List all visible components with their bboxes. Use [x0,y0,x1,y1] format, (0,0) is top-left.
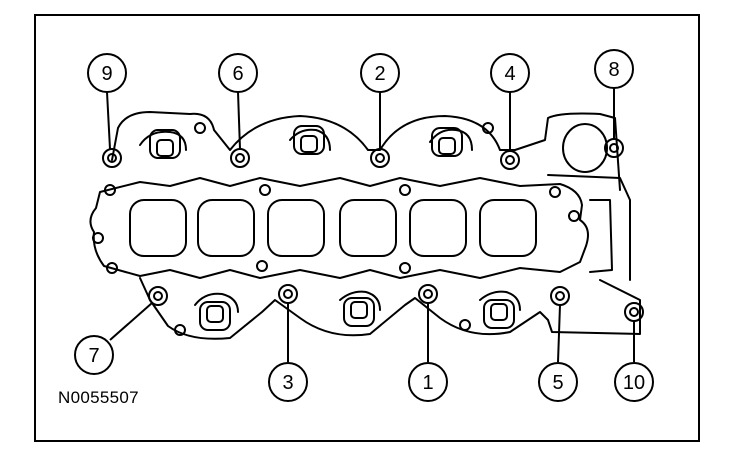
callout-2: 2 [360,53,400,93]
leader-line [557,304,561,363]
callout-7: 7 [74,335,114,375]
callout-5: 5 [538,362,578,402]
alignment-hole [174,324,186,336]
callout-6: 6 [218,53,258,93]
callout-label: 5 [552,372,563,394]
figure-frame [34,14,700,442]
bolt-head [500,150,520,170]
injector-boss [431,127,463,157]
fuel-rail-port [562,123,608,173]
bolt-head [102,148,122,168]
alignment-hole [194,122,206,134]
upper-runner-housing [111,111,621,191]
leader-line [106,91,111,150]
leader-line [109,302,153,341]
gasket-flange [89,177,589,279]
callout-3: 3 [268,362,308,402]
bolt-head [550,286,570,306]
callout-label: 2 [374,63,385,85]
bolt-head [148,286,168,306]
injector-boss [343,297,375,327]
alignment-hole [256,260,268,272]
intake-port [129,199,187,257]
alignment-hole [568,210,580,222]
callout-9: 9 [87,53,127,93]
bolt-head [230,148,250,168]
upper-runner-lobe [289,128,331,151]
alignment-hole [92,232,104,244]
callout-4: 4 [490,53,530,93]
callout-label: 10 [623,372,645,394]
alignment-hole [259,184,271,196]
lower-runner-lobe [194,292,239,313]
callout-label: 7 [88,345,99,367]
lower-runner-lobe [479,290,521,311]
callout-label: 9 [101,63,112,85]
figure-id-label: N0055507 [58,388,139,407]
leader-line [237,91,241,150]
rear-housing-detail [589,199,613,273]
alignment-hole [399,184,411,196]
callout-label: 6 [232,63,243,85]
upper-runner-lobe [139,130,187,151]
bolt-head [418,284,438,304]
intake-port [479,199,537,257]
callout-10: 10 [614,362,654,402]
injector-boss [293,125,325,155]
intake-port [339,199,397,257]
callout-8: 8 [594,49,634,89]
upper-runner-lobe [429,128,473,151]
callout-label: 3 [282,372,293,394]
lower-runner-lobe [339,290,381,311]
callout-label: 8 [608,59,619,81]
injector-boss [199,301,231,331]
callout-1: 1 [408,362,448,402]
intake-port [197,199,255,257]
injector-boss [483,299,515,329]
lower-runner-housing [139,277,641,340]
rear-housing-detail [547,174,631,281]
intake-port [267,199,325,257]
alignment-hole [549,186,561,198]
bolt-and-leader-group [102,88,644,363]
alignment-hole [482,122,494,134]
alignment-hole [106,262,118,274]
bolt-head [370,148,390,168]
alignment-hole [459,319,471,331]
alignment-hole [104,184,116,196]
callout-label: 4 [504,63,515,85]
intake-port [409,199,467,257]
bolt-head [278,284,298,304]
callout-label: 1 [422,372,433,394]
injector-boss [149,129,181,159]
alignment-hole [399,262,411,274]
